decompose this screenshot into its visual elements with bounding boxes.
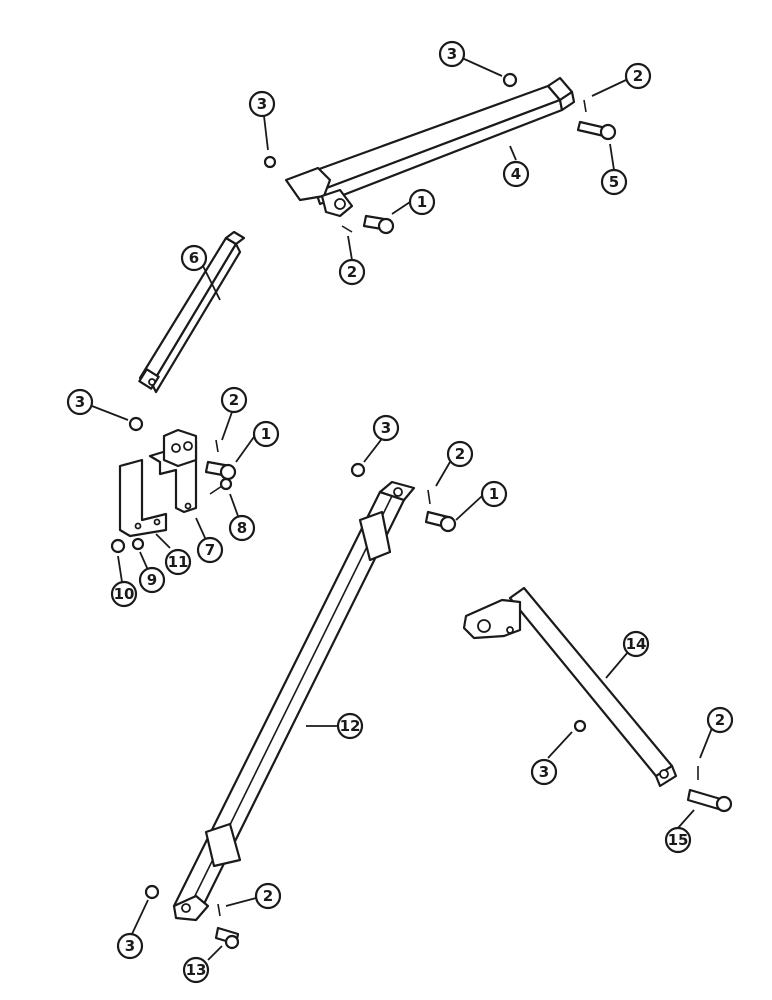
callout-2c: 2 bbox=[220, 386, 248, 414]
callout-1c: 1 bbox=[480, 480, 508, 508]
callout-13: 13 bbox=[182, 956, 210, 984]
bolt-8 bbox=[209, 477, 233, 495]
callout-label: 13 bbox=[186, 961, 207, 979]
nuts-9-10 bbox=[110, 537, 145, 554]
callout-label: 11 bbox=[168, 553, 189, 571]
pin-1-top bbox=[362, 214, 395, 235]
cotter-pins bbox=[215, 99, 699, 917]
callout-label: 1 bbox=[417, 193, 427, 211]
callout-7: 7 bbox=[196, 536, 224, 564]
part-7-clevis-bracket bbox=[148, 428, 198, 514]
callout-6: 6 bbox=[180, 244, 208, 272]
callout-label: 3 bbox=[125, 937, 135, 955]
callout-3d: 3 bbox=[372, 414, 400, 442]
pin-1-lower bbox=[424, 510, 457, 533]
callout-2f: 2 bbox=[254, 882, 282, 910]
callout-4: 4 bbox=[502, 160, 530, 188]
part-12-long-link bbox=[172, 480, 416, 922]
callout-3e: 3 bbox=[530, 758, 558, 786]
callout-8: 8 bbox=[228, 514, 256, 542]
callout-label: 3 bbox=[539, 763, 549, 781]
callout-5: 5 bbox=[600, 168, 628, 196]
callout-2d: 2 bbox=[446, 440, 474, 468]
callout-3b: 3 bbox=[248, 90, 276, 118]
callout-label: 2 bbox=[455, 445, 465, 463]
callout-label: 2 bbox=[715, 711, 725, 729]
pin-5 bbox=[576, 120, 617, 141]
leader-lines bbox=[91, 57, 713, 961]
part-11-bracket bbox=[118, 458, 168, 538]
callout-label: 12 bbox=[340, 717, 361, 735]
callout-label: 2 bbox=[229, 391, 239, 409]
callout-label: 5 bbox=[609, 173, 619, 191]
callout-label: 3 bbox=[75, 393, 85, 411]
callout-12: 12 bbox=[336, 712, 364, 740]
callout-1a: 1 bbox=[408, 188, 436, 216]
callout-10: 10 bbox=[110, 580, 138, 608]
callout-label: 3 bbox=[447, 45, 457, 63]
callout-label: 3 bbox=[257, 95, 267, 113]
callout-3f: 3 bbox=[116, 932, 144, 960]
pin-15 bbox=[686, 788, 733, 813]
callout-label: 15 bbox=[668, 831, 689, 849]
callout-label: 3 bbox=[381, 419, 391, 437]
part-6-tube bbox=[138, 230, 246, 394]
callout-label: 4 bbox=[511, 165, 521, 183]
callout-11: 11 bbox=[164, 548, 192, 576]
callout-2b: 2 bbox=[338, 258, 366, 286]
callout-label: 7 bbox=[205, 541, 215, 559]
callout-label: 2 bbox=[263, 887, 273, 905]
callout-label: 1 bbox=[489, 485, 499, 503]
callout-label: 8 bbox=[237, 519, 247, 537]
callout-15: 15 bbox=[664, 826, 692, 854]
pin-1-mid bbox=[204, 460, 237, 481]
part-14-arm bbox=[462, 586, 678, 788]
callout-label: 2 bbox=[633, 67, 643, 85]
callout-2e: 2 bbox=[706, 706, 734, 734]
callout-label: 9 bbox=[147, 571, 157, 589]
callout-3a: 3 bbox=[438, 40, 466, 68]
callout-label: 6 bbox=[189, 249, 199, 267]
callout-2a: 2 bbox=[624, 62, 652, 90]
part-4-cross-bar bbox=[284, 76, 576, 218]
callout-label: 1 bbox=[261, 425, 271, 443]
callout-label: 2 bbox=[347, 263, 357, 281]
pin-13 bbox=[214, 926, 240, 950]
callout-9: 9 bbox=[138, 566, 166, 594]
callout-label: 10 bbox=[114, 585, 135, 603]
washers bbox=[128, 72, 587, 900]
callout-1b: 1 bbox=[252, 420, 280, 448]
callout-14: 14 bbox=[622, 630, 650, 658]
callout-label: 14 bbox=[626, 635, 647, 653]
callout-3c: 3 bbox=[66, 388, 94, 416]
